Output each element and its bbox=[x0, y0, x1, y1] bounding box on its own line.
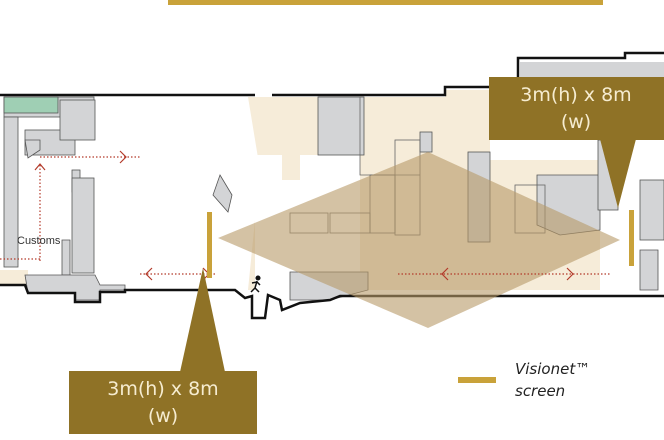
svg-text:(w): (w) bbox=[561, 111, 591, 133]
projection-area bbox=[218, 152, 620, 328]
lens-shape bbox=[212, 174, 233, 213]
svg-text:3m(h) x 8m: 3m(h) x 8m bbox=[107, 378, 218, 400]
visionet-screen-right bbox=[629, 210, 634, 266]
svg-text:3m(h) x 8m: 3m(h) x 8m bbox=[520, 84, 631, 106]
running-person-exit-icon bbox=[250, 275, 261, 293]
legend-screen-swatch bbox=[458, 377, 496, 383]
callout-bottom: 3m(h) x 8m (w) bbox=[69, 268, 257, 434]
walls bbox=[0, 51, 664, 320]
legend: Visionet™ screen bbox=[458, 360, 590, 400]
top-gold-bar bbox=[168, 0, 603, 5]
visionet-screen-left bbox=[207, 212, 212, 278]
green-area bbox=[3, 96, 59, 114]
svg-text:(w): (w) bbox=[148, 405, 178, 427]
svg-text:screen: screen bbox=[515, 382, 565, 400]
flow-arrows bbox=[0, 150, 610, 281]
svg-text:Visionet™: Visionet™ bbox=[515, 360, 590, 378]
open-floor bbox=[70, 97, 245, 290]
callout-top-right: 3m(h) x 8m (w) bbox=[489, 77, 664, 208]
customs-label: Customs bbox=[17, 235, 61, 247]
